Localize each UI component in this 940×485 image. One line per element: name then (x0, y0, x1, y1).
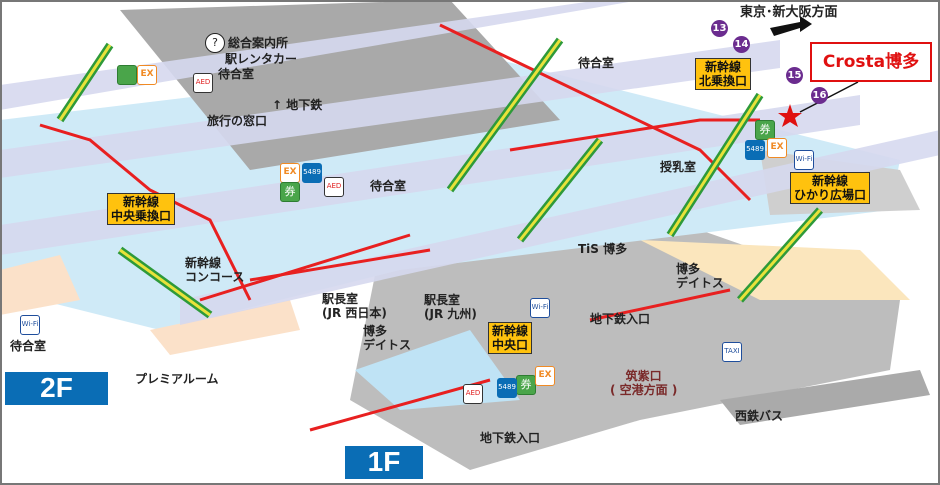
floor-1f-bus (720, 370, 930, 425)
platforms (0, 0, 940, 325)
gate-hikari: 新幹線ひかり広場口 (790, 172, 871, 204)
wifi-icon: Wi-Fi (530, 298, 550, 318)
ex-icon: EX (535, 366, 555, 386)
direction-label: 東京･新大阪方面 (740, 5, 838, 20)
label-nishitetsu-bus: 西鉄バス (735, 409, 784, 423)
label-stationmaster-west: 駅長室(JR 西日本) (322, 292, 387, 320)
code-5489-icon: 5489 (497, 378, 517, 398)
label-subway-entrance-1: 地下鉄入口 (590, 312, 651, 326)
wifi-icon: Wi-Fi (20, 315, 40, 335)
smart-ex-icon (117, 65, 137, 85)
code-5489-icon: 5489 (745, 140, 765, 160)
label-waiting1: 待合室 (218, 67, 255, 81)
aed-icon: AED (463, 384, 483, 404)
label-info: 総合案内所 (228, 36, 289, 50)
label-chikushi: 筑紫口( 空港方面 ) (610, 369, 678, 397)
label-subway-entrance-2: 地下鉄入口 (480, 431, 541, 445)
platform-14: 14 (733, 36, 750, 53)
ex-icon: EX (137, 65, 157, 85)
taxi-icon: TAXI (722, 342, 742, 362)
gate-central-transfer: 新幹線中央乗換口 (107, 193, 176, 225)
direction-arrow-icon (770, 16, 812, 36)
floor-2f-waiting (0, 255, 80, 315)
crosta-star-icon (778, 104, 802, 127)
label-subway-up: ↑ 地下鉄 (272, 98, 323, 112)
ex-icon: EX (280, 163, 300, 183)
label-tis: TiS 博多 (578, 242, 628, 256)
ex-icon: EX (767, 138, 787, 158)
wifi-icon: Wi-Fi (794, 150, 814, 170)
floor-1f-cream (640, 240, 910, 300)
label-premium: プレミアルーム (135, 372, 219, 386)
label-stationmaster-kyushu: 駅長室(JR 九州) (424, 293, 477, 321)
ticket-icon: 券 (755, 120, 775, 140)
label-ticket-office: 旅行の窓口 (207, 114, 268, 128)
label-concourse: 新幹線コンコース (185, 256, 245, 284)
route-lines (39, 23, 760, 432)
label-rentacar: 駅レンタカー (225, 52, 298, 66)
platform-15: 15 (786, 67, 803, 84)
gate-central: 新幹線中央口 (488, 322, 533, 354)
floor-badge-1f: 1F (345, 446, 423, 479)
aed-icon: AED (324, 177, 344, 197)
label-waiting-2f: 待合室 (10, 339, 47, 353)
ticket-icon: 券 (516, 375, 536, 395)
label-waiting3: 待合室 (578, 56, 615, 70)
crosta-callout: Crosta博多 (810, 42, 932, 82)
platform-16: 16 (811, 87, 828, 104)
label-waiting2: 待合室 (370, 179, 407, 193)
label-nursing: 授乳室 (660, 160, 697, 174)
label-deitos-left: 博多デイトス (363, 324, 412, 352)
code-5489-icon: 5489 (302, 163, 322, 183)
aed-icon: AED (193, 73, 213, 93)
ticket-icon: 券 (280, 182, 300, 202)
question-icon: ? (205, 33, 225, 53)
gate-north-transfer: 新幹線北乗換口 (695, 58, 752, 90)
floor-2f-premium (150, 300, 300, 355)
label-deitos-right: 博多デイトス (676, 262, 725, 290)
platform-13: 13 (711, 20, 728, 37)
floor-badge-2f: 2F (5, 372, 108, 405)
